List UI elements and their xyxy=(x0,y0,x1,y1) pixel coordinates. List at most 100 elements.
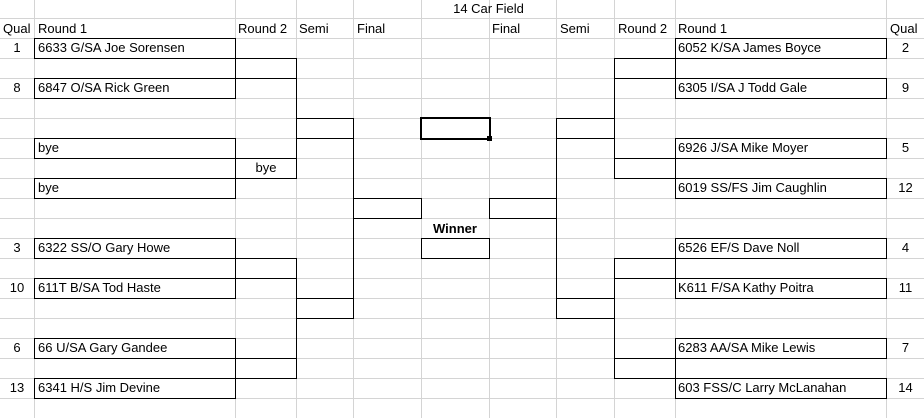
qual-seed: 8 xyxy=(13,80,21,95)
grid-line xyxy=(0,378,924,379)
grid-line xyxy=(0,398,924,399)
round2-slot[interactable] xyxy=(614,358,676,379)
driver-entry: 6283 AA/SA Mike Lewis xyxy=(678,340,816,355)
header-final-right: Final xyxy=(492,21,521,36)
grid-line xyxy=(0,178,924,179)
grid-line xyxy=(0,298,924,299)
grid-line xyxy=(0,218,924,219)
semi-slot[interactable] xyxy=(296,298,354,319)
round1-slot[interactable] xyxy=(675,338,887,359)
bracket-connector xyxy=(614,78,615,159)
qual-seed: 14 xyxy=(898,380,913,395)
qual-seed: 2 xyxy=(901,40,910,55)
round2-slot[interactable] xyxy=(614,258,676,279)
semi-slot[interactable] xyxy=(556,118,615,139)
fill-handle[interactable] xyxy=(487,136,492,141)
qual-seed: 7 xyxy=(901,340,910,355)
driver-entry: 611T B/SA Tod Haste xyxy=(38,280,161,295)
qual-seed: 1 xyxy=(13,40,21,55)
round1-slot[interactable] xyxy=(675,38,887,59)
driver-entry: 6305 I/SA J Todd Gale xyxy=(678,80,808,95)
round1-slot[interactable] xyxy=(34,178,236,199)
qual-seed: 11 xyxy=(898,280,913,295)
header-round2-left: Round 2 xyxy=(238,21,288,36)
driver-entry: 603 FSS/C Larry McLanahan xyxy=(678,380,847,395)
grid-line xyxy=(614,0,615,418)
round2-slot[interactable] xyxy=(235,158,297,179)
round2-slot[interactable] xyxy=(614,158,676,179)
grid-line xyxy=(0,58,924,59)
driver-entry: 66 U/SA Gary Gandee xyxy=(38,340,168,355)
winner-label: Winner xyxy=(433,221,477,236)
round1-slot[interactable] xyxy=(675,138,887,159)
grid-line xyxy=(296,0,297,418)
round1-slot[interactable] xyxy=(34,238,236,259)
qual-seed: 5 xyxy=(901,140,910,155)
driver-entry: 6052 K/SA James Boyce xyxy=(678,40,822,55)
round1-slot[interactable] xyxy=(34,278,236,299)
grid-line xyxy=(0,318,924,319)
round1-slot[interactable] xyxy=(34,138,236,159)
header-round1-right: Round 1 xyxy=(678,21,728,36)
grid-line xyxy=(0,278,924,279)
driver-entry: 6019 SS/FS Jim Caughlin xyxy=(678,180,827,195)
qual-seed: 13 xyxy=(9,380,25,395)
qual-seed: 12 xyxy=(898,180,913,195)
header-qual-right: Qual xyxy=(890,21,918,36)
driver-entry: 6322 SS/O Gary Howe xyxy=(38,240,171,255)
winner-slot[interactable] xyxy=(421,238,490,259)
round2-slot[interactable] xyxy=(235,58,297,79)
round2-slot[interactable] xyxy=(235,358,297,379)
driver-entry: 6847 O/SA Rick Green xyxy=(38,80,170,95)
header-semi-right: Semi xyxy=(560,21,590,36)
driver-entry: bye xyxy=(38,180,59,195)
final-slot-left[interactable] xyxy=(353,198,422,219)
round1-slot[interactable] xyxy=(34,378,236,399)
bracket-title: 14 Car Field xyxy=(453,1,524,16)
driver-entry: bye xyxy=(38,140,59,155)
grid-line xyxy=(0,198,924,199)
round1-slot[interactable] xyxy=(675,278,887,299)
round1-slot[interactable] xyxy=(34,78,236,99)
semi-slot[interactable] xyxy=(296,118,354,139)
header-final-left: Final xyxy=(357,21,386,36)
driver-entry: K611 F/SA Kathy Poitra xyxy=(678,280,814,295)
header-round1-left: Round 1 xyxy=(38,21,88,36)
driver-entry: 6633 G/SA Joe Sorensen xyxy=(38,40,185,55)
grid-line xyxy=(675,0,676,418)
grid-line xyxy=(235,0,236,418)
qual-seed: 9 xyxy=(901,80,910,95)
round2-slot[interactable] xyxy=(614,58,676,79)
qual-seed: 6 xyxy=(13,340,21,355)
round2-bye: bye xyxy=(255,160,277,175)
header-semi-left: Semi xyxy=(299,21,329,36)
round1-slot[interactable] xyxy=(675,78,887,99)
grid-line xyxy=(0,158,924,159)
bracket-connector xyxy=(614,278,615,359)
grid-line xyxy=(0,38,924,39)
grid-line xyxy=(886,0,887,418)
semi-slot[interactable] xyxy=(556,298,615,319)
grid-line xyxy=(0,18,924,19)
round1-slot[interactable] xyxy=(675,378,887,399)
grid-line xyxy=(0,338,924,339)
grid-line xyxy=(0,98,924,99)
driver-entry: 6341 H/S Jim Devine xyxy=(38,380,161,395)
final-slot-right[interactable] xyxy=(489,198,557,219)
qual-seed: 4 xyxy=(901,240,910,255)
header-qual-left: Qual xyxy=(3,21,31,36)
grid-line xyxy=(0,78,924,79)
round1-slot[interactable] xyxy=(34,338,236,359)
bracket-connector xyxy=(556,138,557,299)
qual-seed: 3 xyxy=(13,240,21,255)
round1-slot[interactable] xyxy=(34,38,236,59)
driver-entry: 6526 EF/S Dave Noll xyxy=(678,240,800,255)
grid-line xyxy=(34,0,35,418)
driver-entry: 6926 J/SA Mike Moyer xyxy=(678,140,809,155)
round1-slot[interactable] xyxy=(675,238,887,259)
selected-cell[interactable] xyxy=(420,117,491,140)
qual-seed: 10 xyxy=(9,280,25,295)
round1-slot[interactable] xyxy=(675,178,887,199)
round2-slot[interactable] xyxy=(235,258,297,279)
